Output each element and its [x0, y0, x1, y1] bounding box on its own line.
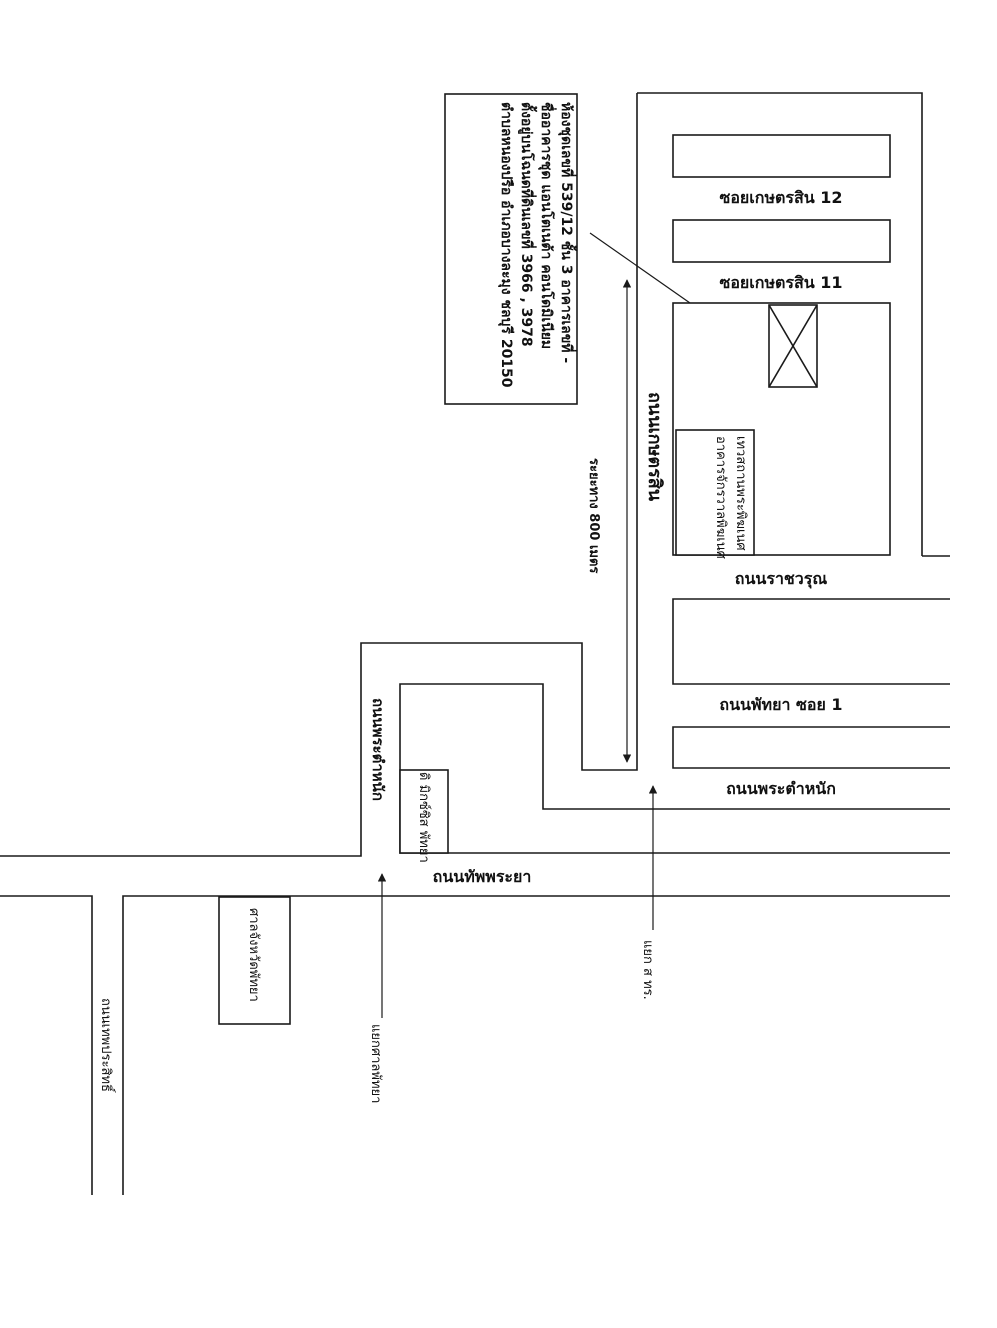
- block-mixx-pattaya: [399, 683, 950, 854]
- note-line-2: ชื่ออาคารชุด แอนโตเนต้า คอนโดมิเนียม: [538, 102, 557, 349]
- label-ratchawarun-road: ถนนราชวรุณ: [735, 569, 828, 589]
- block-mixx-building: [399, 769, 449, 854]
- block-pattaya-court: [218, 896, 291, 1025]
- note-line-3: ตั้งอยู่บนโฉนดที่ดินเลขที่ 3966 , 3978: [518, 102, 538, 347]
- label-phra-tamnak-road-vertical: ถนนพระตำหนัก: [369, 698, 387, 801]
- label-thappraya-road: ถนนทัพพระยา: [433, 867, 532, 886]
- kaset-sin-west-edge: [0, 93, 638, 857]
- property-note: ห้องชุดเลขที่ 539/12 ชั้น 3 อาคารเลขที่ …: [444, 93, 578, 405]
- label-pattaya-soi-1: ถนนพัทยา ซอย 1: [719, 695, 842, 714]
- label-junction-sor-tor-ror: แยก ส ทร.: [640, 940, 655, 1000]
- note-line-4: ตำบลหนองปรือ อำเภอบางละมุง ชลบุรี 20150: [498, 102, 514, 388]
- block-pattaya-soi1-south: [672, 726, 950, 769]
- block-ganesh-shrine: [675, 429, 755, 556]
- block-soi-12: [672, 134, 891, 178]
- thep-prasit-west-edge: [0, 895, 93, 1195]
- label-ganesh-building: อาคารจักรวาลพิฆเนศ: [713, 436, 728, 560]
- thappraya-south-edge: [122, 895, 950, 1195]
- label-mixx-pattaya: ดิ มิกซ์ซิส พัทยา: [416, 772, 432, 863]
- label-phra-tamnak-road: ถนนพระตำหนัก: [726, 779, 836, 798]
- label-soi-11: ซอยเกษตรสิน 11: [719, 273, 842, 292]
- property-marker: [768, 304, 818, 388]
- label-junction-court: แยกศาลพัทยา: [368, 1024, 383, 1103]
- block-pattaya-soi1-north: [672, 598, 950, 685]
- label-kaset-sin-road: ถนนเกษตรสิน: [644, 392, 665, 502]
- label-pattaya-court: ศาลจังหวัดพัทยา: [246, 908, 261, 1002]
- label-distance: ระยะทาง 800 เมตร: [586, 458, 601, 573]
- kaset-sin-east-edge: [637, 92, 923, 556]
- label-ganesh-shrine: เทวสถานพระพิฆเนศ: [733, 436, 748, 551]
- label-soi-12: ซอยเกษตรสิน 12: [719, 188, 842, 207]
- block-soi-11: [672, 219, 891, 263]
- label-thep-prasit-road: ถนนเทพประสิทธิ์: [98, 998, 116, 1094]
- note-line-1: ห้องชุดเลขที่ 539/12 ชั้น 3 อาคารเลขที่ …: [558, 102, 578, 363]
